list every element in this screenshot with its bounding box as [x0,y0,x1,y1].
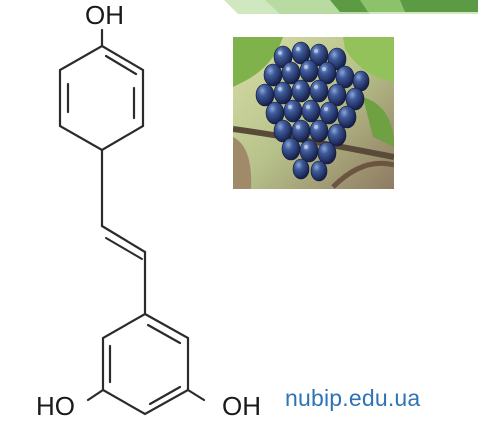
bottom-right-hydroxyl-label: OH [222,391,261,421]
bottom-benzene-ring [101,312,190,416]
source-credit: nubip.edu.ua [285,385,421,411]
top-benzene-ring [58,44,145,152]
decorative-banner [224,0,478,14]
bottom-left-hydroxyl-label: HO [36,391,75,421]
top-hydroxyl-label: OH [85,0,124,30]
grape-cluster-photo [233,37,394,189]
